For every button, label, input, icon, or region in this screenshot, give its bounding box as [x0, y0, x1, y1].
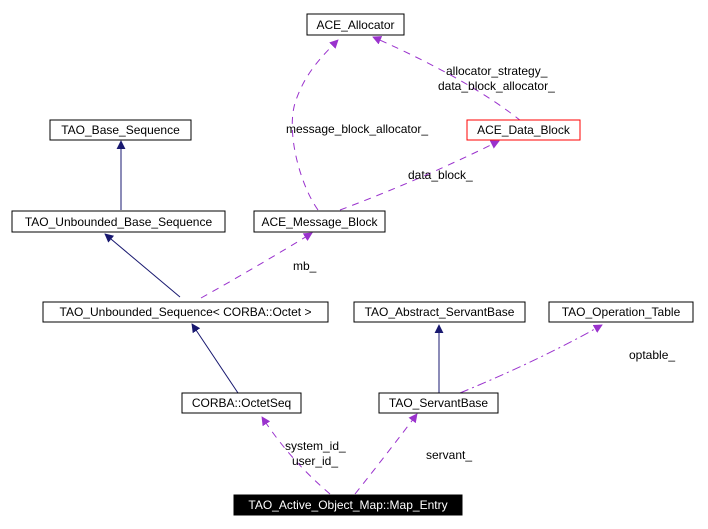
node-tao-servantbase[interactable]: TAO_ServantBase	[378, 392, 499, 414]
node-tao-unbounded-sequence-octet[interactable]: TAO_Unbounded_Sequence< CORBA::Octet >	[42, 301, 329, 323]
node-label: CORBA::OctetSeq	[192, 396, 291, 410]
node-tao-unbounded-base-sequence[interactable]: TAO_Unbounded_Base_Sequence	[11, 210, 226, 233]
node-label: ACE_Data_Block	[477, 123, 571, 137]
node-label: TAO_Abstract_ServantBase	[365, 305, 515, 319]
label-system-id: system_id_	[285, 439, 346, 453]
edge-labels: allocator_strategy_ data_block_allocator…	[285, 64, 675, 468]
node-label: TAO_Unbounded_Base_Sequence	[25, 215, 213, 229]
label-data-block: data_block_	[408, 168, 473, 182]
label-user-id: user_id_	[292, 454, 338, 468]
inheritance-edges	[104, 140, 444, 394]
edge-octetseq-to-unbounded-seq	[191, 323, 239, 394]
label-allocator-strategy: allocator_strategy_	[446, 64, 548, 78]
node-label: TAO_Operation_Table	[562, 305, 681, 319]
node-tao-abstract-servantbase[interactable]: TAO_Abstract_ServantBase	[353, 301, 526, 323]
edge-unbounded-seq-to-unbounded-base	[104, 233, 181, 298]
node-label: ACE_Allocator	[316, 18, 394, 32]
node-tao-base-sequence[interactable]: TAO_Base_Sequence	[49, 119, 192, 141]
label-servant: servant_	[426, 448, 472, 462]
label-mb: mb_	[293, 259, 317, 273]
label-message-block-allocator: message_block_allocator_	[286, 122, 428, 136]
usage-edges	[200, 36, 603, 495]
node-label: ACE_Message_Block	[261, 215, 378, 229]
node-ace-allocator[interactable]: ACE_Allocator	[306, 13, 405, 36]
label-optable: optable_	[629, 348, 675, 362]
node-label: TAO_Active_Object_Map::Map_Entry	[248, 498, 447, 512]
node-corba-octetseq[interactable]: CORBA::OctetSeq	[181, 392, 302, 414]
node-label: TAO_Base_Sequence	[61, 123, 180, 137]
edge-data-block-to-allocator	[372, 36, 522, 122]
node-label: TAO_ServantBase	[389, 396, 488, 410]
label-data-block-allocator: data_block_allocator_	[438, 79, 555, 93]
node-ace-data-block[interactable]: ACE_Data_Block	[466, 119, 581, 141]
edge-unbounded-seq-to-message-block	[200, 232, 313, 299]
node-ace-message-block[interactable]: ACE_Message_Block	[253, 210, 386, 233]
edge-message-block-to-allocator	[291, 39, 339, 211]
node-label: TAO_Unbounded_Sequence< CORBA::Octet >	[60, 305, 312, 319]
node-map-entry[interactable]: TAO_Active_Object_Map::Map_Entry	[233, 494, 463, 516]
edge-map-entry-to-servantbase	[354, 413, 418, 495]
node-tao-operation-table[interactable]: TAO_Operation_Table	[548, 301, 694, 323]
edge-servantbase-to-operation-table	[459, 324, 603, 394]
edge-map-entry-to-octetseq	[261, 416, 331, 495]
